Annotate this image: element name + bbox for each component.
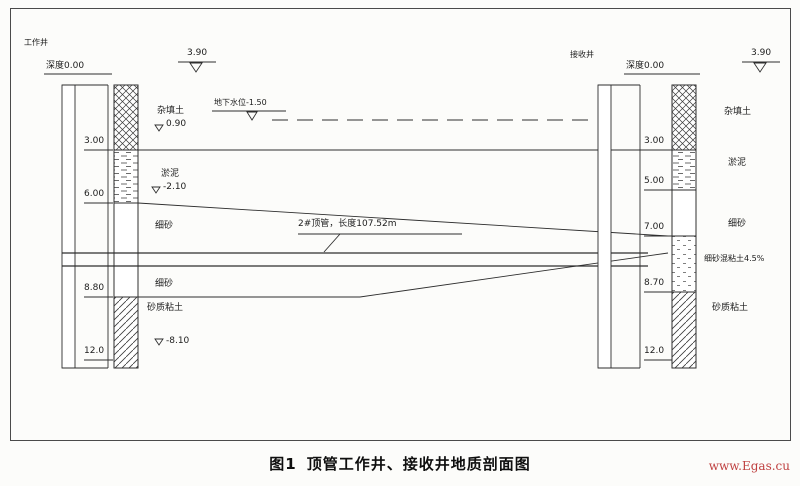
left-layer-fill: 杂填土 [157,106,185,116]
groundwater-line [212,110,596,121]
right-layer-sandyclay: 砂质粘土 [712,303,749,313]
left-elev-210: -2.10 [163,182,187,192]
figure-number: 图1 [269,455,297,473]
right-depth-12: 12.0 [644,346,665,356]
left-depth-12: 12.0 [84,346,105,356]
right-datum-label: 深度0.00 [626,61,665,71]
right-depth-87: 8.70 [644,278,665,288]
right-layer-finesand: 细砂 [728,219,747,229]
right-depth-scale [624,73,700,361]
elevation-marks-left [151,124,164,346]
ground-level-mark-right [742,61,780,73]
figure-title: 顶管工作井、接收井地质剖面图 [306,455,531,473]
right-layer-sandclaymix: 细砂混粘土4.5% [704,254,765,263]
ground-elevation-right: 3.90 [751,48,772,58]
ground-elevation-left: 3.90 [187,48,208,58]
strata-boundaries [137,149,672,298]
left-depth-88: 8.80 [84,283,105,293]
figure-caption: 图1 顶管工作井、接收井地质剖面图 [0,453,800,474]
right-depth-3: 3.00 [644,136,665,146]
left-layer-silt: 淤泥 [161,169,180,179]
left-depth-6: 6.00 [84,189,105,199]
work-shaft-label: 工作井 [24,38,48,47]
drawing-border [10,8,791,441]
left-layer-finesand-lower: 细砂 [155,279,174,289]
receiving-shaft-label: 接收井 [570,50,594,59]
left-datum-label: 深度0.00 [46,61,85,71]
left-elev-810: -8.10 [166,336,190,346]
left-borehole-column [113,84,139,369]
receiving-shaft-walls [597,84,641,369]
work-shaft-walls [61,84,109,369]
left-depth-scale [44,73,113,361]
pipe-annotation: 2#顶管，长度107.52m [298,219,397,229]
jacking-pipe [62,252,648,267]
right-depth-5: 5.00 [644,176,665,186]
left-elev-090: 0.90 [166,119,187,129]
site-watermark: www.Egas.cu [708,459,790,473]
right-depth-7: 7.00 [644,222,665,232]
left-depth-3: 3.00 [84,136,105,146]
right-borehole-column [671,84,697,369]
left-layer-finesand-upper: 细砂 [155,221,174,231]
left-layer-sandyclay: 砂质粘土 [147,303,184,313]
right-layer-fill: 杂填土 [724,107,752,117]
right-layer-silt: 淤泥 [728,158,747,168]
ground-level-mark-left [178,61,216,73]
groundwater-label: 地下水位-1.50 [214,98,267,107]
pipe-label-leader [298,233,462,253]
